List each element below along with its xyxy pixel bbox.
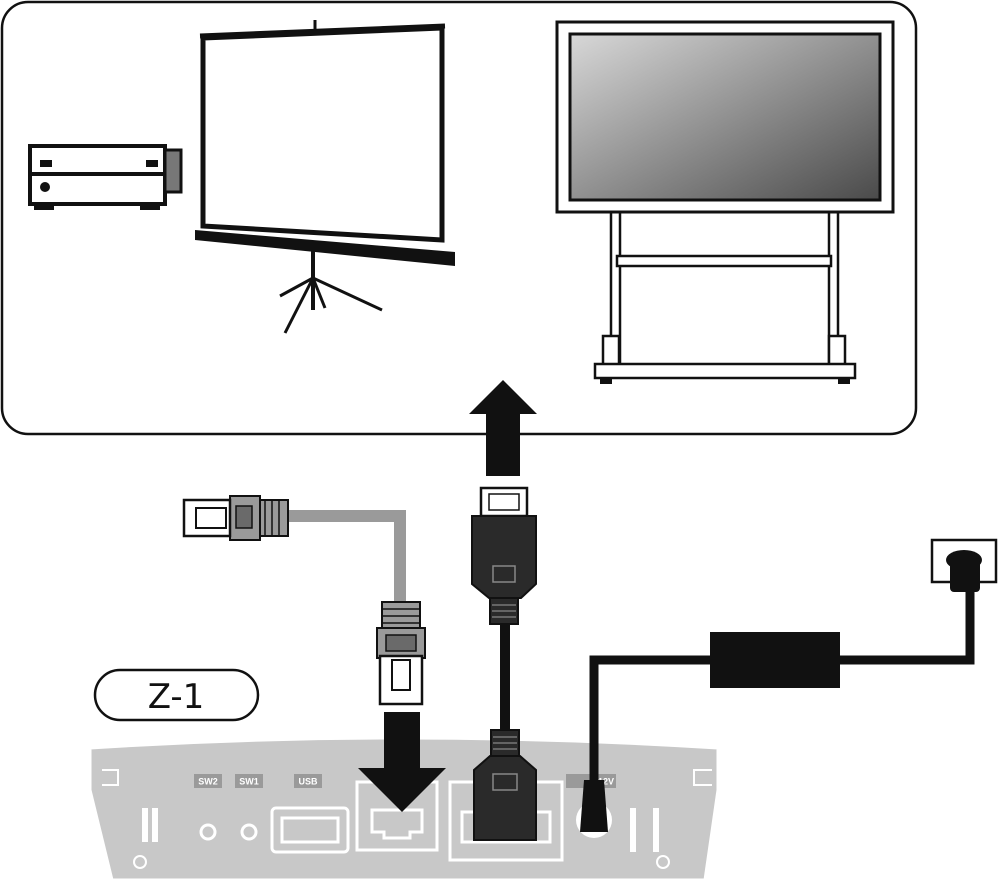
flat-panel-display-icon [555, 20, 895, 384]
svg-text:SW2: SW2 [198, 777, 218, 787]
sw2-port-label: SW2 [194, 774, 222, 788]
lan-cable-icon [182, 495, 426, 706]
svg-text:SW1: SW1 [239, 777, 259, 787]
lan-insert-arrow [358, 712, 446, 812]
projection-screen-icon [195, 20, 455, 334]
ac-adapter-icon [580, 590, 975, 832]
sw1-button[interactable] [240, 823, 258, 841]
projector-icon [28, 144, 183, 210]
svg-text:12V: 12V [598, 777, 614, 787]
model-label-text: Z-1 [148, 677, 205, 717]
usb-port-label: USB [294, 774, 322, 788]
usb-port[interactable] [270, 806, 350, 854]
svg-text:USB: USB [298, 777, 318, 787]
output-up-arrow [469, 380, 537, 476]
wall-outlet-icon [930, 538, 998, 592]
hdmi-cable-icon [471, 486, 537, 841]
sw2-button[interactable] [199, 823, 217, 841]
model-label: Z-1 [93, 668, 260, 722]
sw1-port-label: SW1 [235, 774, 263, 788]
